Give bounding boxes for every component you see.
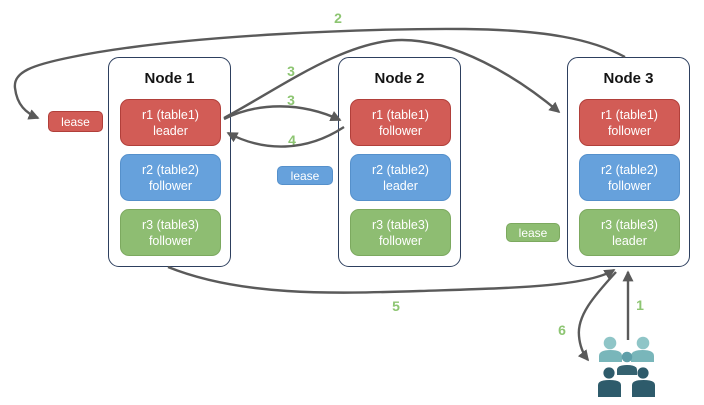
replica-name: r1 (table1): [601, 107, 658, 122]
lease-chip-r1: lease: [48, 111, 103, 132]
replica-role: follower: [148, 233, 193, 248]
node-2-replica-r2: r2 (table2) leader: [350, 154, 451, 201]
replica-role: leader: [153, 123, 188, 138]
replica-role: follower: [607, 178, 652, 193]
step-label-5: 5: [392, 298, 400, 314]
node-2-replica-r1: r1 (table1) follower: [350, 99, 451, 146]
arrow-step-5-node1-to-node3: [167, 265, 616, 294]
node-1-title: Node 1: [144, 70, 195, 87]
replica-role: follower: [378, 233, 423, 248]
replica-role: leader: [383, 178, 418, 193]
person-icon: [631, 336, 654, 362]
step-label-2: 2: [334, 10, 342, 26]
node-2-replica-r3: r3 (table3) follower: [350, 209, 451, 256]
users-group-icon: [598, 336, 655, 397]
step-label-1: 1: [636, 297, 644, 313]
arrow-step-2-node3-to-lease: [13, 27, 626, 120]
node-3-replica-r1: r1 (table1) follower: [579, 99, 680, 146]
replica-role: follower: [607, 123, 652, 138]
replica-name: r1 (table1): [142, 107, 199, 122]
replica-name: r2 (table2): [601, 162, 658, 177]
replica-role: follower: [378, 123, 423, 138]
person-icon: [599, 336, 622, 362]
replica-name: r2 (table2): [142, 162, 199, 177]
node-3-replica-r3: r3 (table3) leader: [579, 209, 680, 256]
step-label-3-lower: 3: [287, 92, 295, 108]
replica-name: r3 (table3): [601, 217, 658, 232]
arrow-step-3-node1-to-node2: [223, 105, 342, 122]
step-label-4: 4: [288, 132, 296, 148]
person-icon: [632, 367, 655, 397]
node-3-title: Node 3: [603, 70, 654, 87]
node-3-replica-r2: r2 (table2) follower: [579, 154, 680, 201]
step-label-3-upper: 3: [287, 63, 295, 79]
lease-chip-r3: lease: [506, 223, 560, 242]
arrow-step-4-node2-to-node1: [226, 125, 345, 148]
replica-role: follower: [148, 178, 193, 193]
replica-name: r3 (table3): [142, 217, 199, 232]
arrow-step-6-leader-to-users: [577, 271, 617, 362]
replica-name: r3 (table3): [372, 217, 429, 232]
node-2-title: Node 2: [374, 70, 425, 87]
node-1-replica-r3: r3 (table3) follower: [120, 209, 221, 256]
node-1: Node 1 r1 (table1) leader r2 (table2) fo…: [108, 57, 231, 267]
step-label-6: 6: [558, 322, 566, 338]
person-icon: [598, 367, 621, 397]
replica-name: r1 (table1): [372, 107, 429, 122]
lease-chip-r2: lease: [277, 166, 333, 185]
replica-role: leader: [612, 233, 647, 248]
node-3: Node 3 r1 (table1) follower r2 (table2) …: [567, 57, 690, 267]
node-2: Node 2 r1 (table1) follower r2 (table2) …: [338, 57, 461, 267]
person-icon: [617, 351, 637, 375]
replica-name: r2 (table2): [372, 162, 429, 177]
node-1-replica-r2: r2 (table2) follower: [120, 154, 221, 201]
node-1-replica-r1: r1 (table1) leader: [120, 99, 221, 146]
